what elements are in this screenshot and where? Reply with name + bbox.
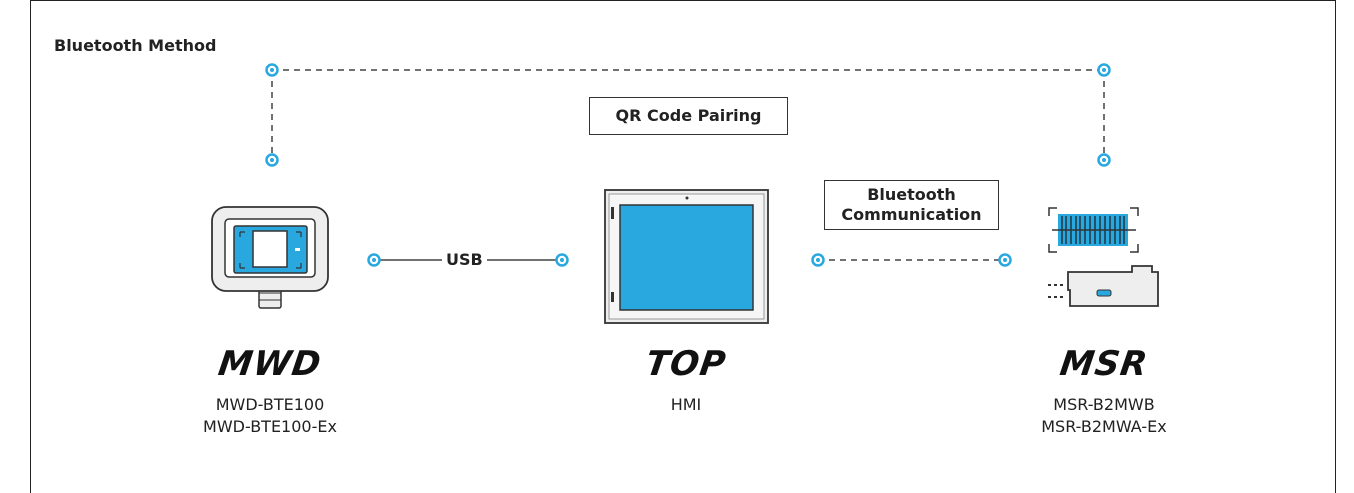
top-model-1: HMI: [670, 395, 702, 414]
mwd-models: MWD-BTE100 MWD-BTE100-Ex: [170, 394, 370, 438]
bluetooth-communication-label: Bluetooth Communication: [824, 180, 999, 230]
bluetooth-label-line1: Bluetooth: [867, 185, 956, 204]
bluetooth-connector: [811, 253, 1012, 267]
mwd-model-2: MWD-BTE100-Ex: [203, 417, 337, 436]
hmi-device-icon: [604, 189, 769, 324]
msr-model-2: MSR-B2MWA-Ex: [1041, 417, 1167, 436]
qr-pairing-connector: [271, 69, 1105, 160]
bluetooth-label-line2: Communication: [841, 205, 982, 224]
qr-pairing-label: QR Code Pairing: [589, 97, 788, 135]
qr-pairing-text: QR Code Pairing: [615, 106, 762, 125]
mwd-model-1: MWD-BTE100: [215, 395, 325, 414]
msr-model-1: MSR-B2MWB: [1053, 395, 1155, 414]
msr-device-icon: [1048, 207, 1159, 307]
top-models: HMI: [586, 394, 786, 416]
diagram-title: Bluetooth Method: [54, 36, 217, 55]
msr-models: MSR-B2MWB MSR-B2MWA-Ex: [1004, 394, 1204, 438]
connector-dots-top: [265, 63, 1111, 167]
mwd-brand: MWD: [215, 344, 325, 384]
usb-label: USB: [442, 250, 487, 269]
diagram-frame: [30, 0, 1336, 493]
top-brand: TOP: [643, 344, 729, 384]
msr-brand: MSR: [1057, 344, 1151, 384]
mwd-device-icon: [211, 206, 329, 309]
